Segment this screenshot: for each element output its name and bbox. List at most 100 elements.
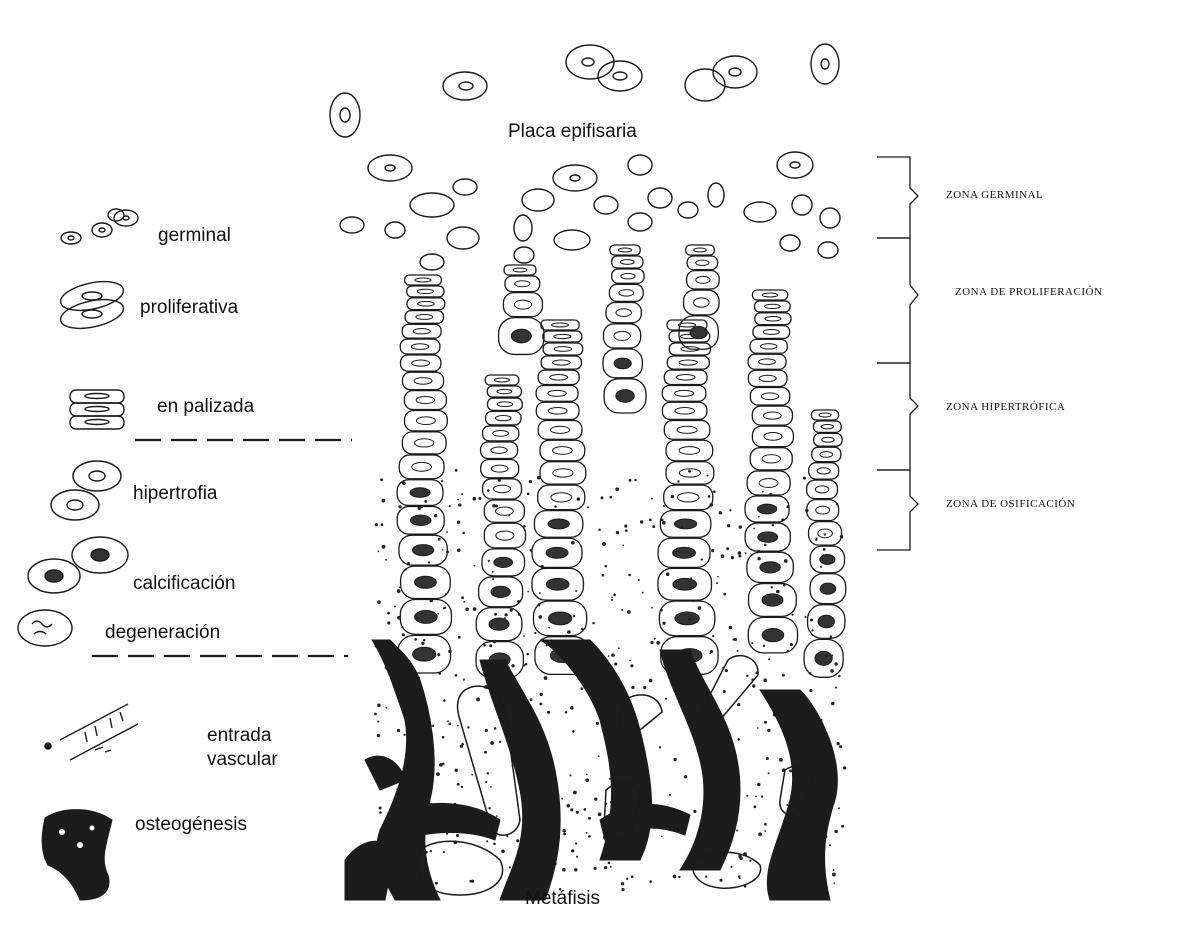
chondrocyte-nucleus (553, 447, 573, 455)
chondrocyte-cell (750, 339, 787, 353)
chondrocyte-nucleus (761, 393, 778, 400)
legend-palizada-icon (70, 390, 124, 429)
chondrocyte-cell (686, 245, 715, 255)
chondrocyte-cell (612, 269, 644, 283)
chondrocyte-cell (752, 406, 792, 425)
chondrocyte-cell (481, 442, 518, 459)
chondrocyte-nucleus (493, 485, 510, 493)
zona-germinal-label: ZONA GERMINAL (946, 189, 1043, 201)
chondrocyte-nucleus (413, 647, 436, 661)
chondrocyte-nucleus (819, 413, 831, 417)
chondrocyte-nucleus (489, 618, 509, 630)
chondrocyte-nucleus (551, 493, 572, 502)
chondrocyte-cell (812, 447, 841, 462)
legend-germinal-icon (61, 209, 138, 244)
chondrocyte-cell (541, 320, 579, 330)
chondrocyte-nucleus (764, 433, 782, 441)
chondrocyte-nucleus (417, 289, 433, 293)
chondrocyte-cell (484, 523, 525, 548)
chondrocyte-nucleus (546, 547, 568, 558)
chondrocyte-nucleus (759, 478, 778, 487)
legend-osteogenesis-icon (42, 810, 112, 900)
chondrocyte-nucleus (760, 562, 780, 573)
chondrocyte-nucleus (410, 515, 431, 525)
chondrocyte-cell (536, 402, 579, 419)
metafisis-label: Metáfisis (525, 888, 600, 909)
chondrocyte-nucleus (675, 612, 699, 625)
chondrocyte-cell (687, 256, 717, 270)
chondrocyte-cell (407, 298, 445, 310)
chondrocyte-nucleus (412, 545, 433, 556)
chondrocyte-cell (400, 339, 440, 354)
chondrocyte-nucleus (414, 378, 432, 385)
chondrocyte-nucleus (818, 615, 834, 627)
chondrocyte-nucleus (616, 390, 634, 403)
chondrocyte-cell (809, 522, 842, 546)
chondrocyte-nucleus (673, 578, 697, 590)
chondrocyte-nucleus (550, 426, 569, 433)
chondrocyte-nucleus (620, 260, 634, 265)
chondrocyte-cell (753, 326, 790, 339)
chondrocyte-cell (750, 448, 792, 470)
chondrocyte-nucleus (817, 468, 830, 474)
chondrocyte-cell (684, 290, 719, 315)
chondrocyte-nucleus (616, 309, 632, 317)
chondrocyte-cell (487, 386, 521, 397)
chondrocyte-cell (755, 301, 791, 312)
chondrocyte-nucleus (821, 424, 833, 428)
chondrocyte-cell (807, 480, 838, 499)
chondrocyte-nucleus (548, 390, 566, 396)
chondrocyte-nucleus (679, 447, 699, 455)
chondrocyte-nucleus (815, 651, 832, 665)
chondrocyte-nucleus (418, 301, 435, 306)
chondrocyte-cell (610, 245, 640, 255)
chondrocyte-cell (405, 275, 442, 285)
chondrocyte-cell (403, 372, 444, 389)
chondrocyte-nucleus (759, 359, 776, 365)
chondrocyte-nucleus (550, 375, 568, 381)
legend-vascular-icon (45, 704, 138, 760)
chondrocyte-cell (540, 462, 586, 484)
chondrocyte-nucleus (818, 529, 833, 538)
chondrocyte-nucleus (675, 519, 697, 529)
chondrocyte-nucleus (763, 330, 779, 335)
chondrocyte-nucleus (413, 329, 430, 334)
chondrocyte-cell (662, 402, 706, 419)
legend-proliferativa-label: proliferativa (140, 297, 239, 318)
chondrocyte-nucleus (493, 431, 509, 437)
chondrocyte-nucleus (619, 290, 634, 297)
chondrocyte-cell (687, 271, 720, 289)
chondrocyte-nucleus (415, 439, 434, 447)
placa-epifisaria-label: Placa epifisaria (508, 121, 637, 142)
chondrocyte-cell (538, 485, 585, 509)
chondrocyte-nucleus (693, 298, 709, 307)
chondrocyte-nucleus (762, 629, 784, 642)
chondrocyte-nucleus (758, 532, 778, 542)
chondrocyte-nucleus (552, 360, 570, 365)
chondrocyte-nucleus (764, 412, 782, 419)
chondrocyte-nucleus (674, 390, 693, 396)
chondrocyte-nucleus (552, 323, 569, 327)
chondrocyte-nucleus (554, 334, 571, 338)
chondrocyte-cell (752, 290, 787, 300)
chondrocyte-nucleus (760, 344, 776, 349)
chondrocyte-cell (755, 313, 791, 325)
chondrocyte-nucleus (494, 557, 513, 567)
chondrocyte-nucleus (762, 455, 780, 463)
chondrocyte-nucleus (497, 389, 512, 393)
legend-degeneracion-label: degeneración (105, 622, 220, 643)
chondrocyte-cell (750, 387, 789, 405)
chondrocyte-cell (748, 354, 786, 369)
legend-vascular-label: entradavascular (207, 725, 278, 770)
chondrocyte-nucleus (496, 531, 514, 540)
chondrocyte-cell (807, 500, 839, 521)
chondrocyte-cell (809, 463, 839, 479)
legend-calcificacion-icon (28, 537, 128, 593)
chondrocyte-nucleus (677, 426, 697, 433)
chondrocyte-nucleus (614, 358, 631, 369)
chondrocyte-cell (814, 433, 842, 446)
chondrocyte-cell (667, 356, 709, 369)
chondrocyte-nucleus (696, 276, 710, 283)
chondrocyte-cell (483, 426, 519, 441)
